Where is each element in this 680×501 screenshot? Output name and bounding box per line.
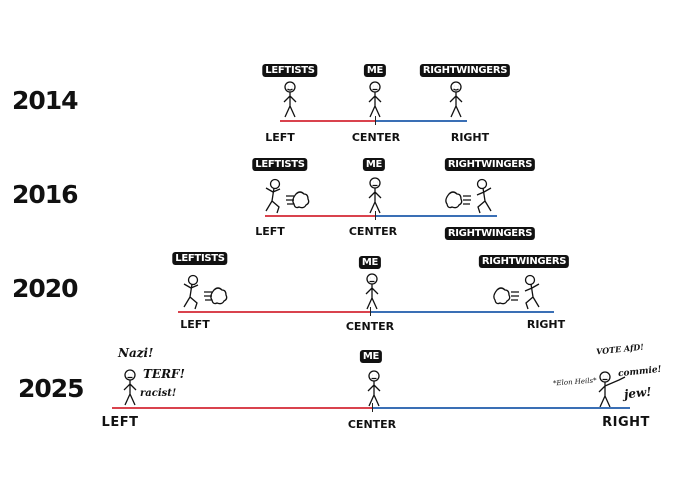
me-tag: ME: [362, 158, 386, 171]
left-spectrum-line: [265, 215, 375, 217]
center-tick: [370, 307, 371, 316]
text-elon-heils: *Elon Heils*: [552, 376, 597, 388]
axis-center-label: CENTER: [351, 131, 401, 144]
center-tick: [372, 403, 373, 412]
me-tag: ME: [363, 64, 387, 77]
year-label-2020: 2020: [12, 274, 79, 303]
year-label-2025: 2025: [18, 374, 85, 403]
insult-racist: racist!: [140, 388, 177, 399]
stick-figure-me: [367, 370, 381, 407]
axis-center-label: CENTER: [345, 320, 395, 333]
right-spectrum-line: [375, 215, 497, 217]
rightwingers-tag-below: RIGHTWINGERS: [444, 227, 536, 240]
stick-figure-me: [368, 81, 382, 118]
left-spectrum-line: [112, 407, 372, 409]
right-spectrum-line: [370, 311, 554, 313]
chant-vote-afd: VOTE AfD!: [595, 341, 645, 357]
running-leftist-figure: [183, 274, 228, 310]
center-tick: [375, 116, 376, 125]
rightwingers-tag: RIGHTWINGERS: [419, 64, 511, 77]
leftists-tag: LEFTISTS: [172, 252, 228, 265]
me-tag: ME: [358, 256, 382, 269]
stick-figure-leftist: [283, 81, 297, 118]
leftists-tag: LEFTISTS: [252, 158, 308, 171]
leftists-tag: LEFTISTS: [262, 64, 318, 77]
me-tag: ME: [359, 350, 383, 363]
running-rightwinger-figure: [493, 274, 540, 310]
year-label-2014: 2014: [12, 86, 79, 115]
axis-right-label: RIGHT: [450, 131, 490, 144]
left-spectrum-line: [280, 120, 375, 122]
axis-left-label: LEFT: [180, 318, 210, 331]
rightwingers-tag: RIGHTWINGERS: [478, 255, 570, 268]
saluting-stick-figure-right-extreme: [598, 371, 626, 408]
stick-figure-left-extreme: [123, 369, 137, 406]
running-leftist-figure: [265, 178, 310, 214]
right-spectrum-line: [372, 407, 630, 409]
stick-figure-rightwinger: [449, 81, 463, 118]
right-spectrum-line: [375, 120, 467, 122]
rightwingers-tag: RIGHTWINGERS: [444, 158, 536, 171]
stick-figure-me: [365, 273, 379, 310]
axis-left-label: LEFT: [101, 415, 139, 430]
axis-right-label: RIGHT: [602, 415, 650, 430]
left-spectrum-line: [178, 311, 370, 313]
axis-right-label: RIGHT: [526, 318, 566, 331]
running-rightwinger-figure: [445, 178, 492, 214]
year-label-2016: 2016: [12, 180, 79, 209]
axis-center-label: CENTER: [347, 418, 397, 431]
stick-figure-me: [368, 177, 382, 214]
insult-terf: TERF!: [143, 367, 185, 381]
axis-center-label: CENTER: [348, 225, 398, 238]
axis-left-label: LEFT: [255, 225, 285, 238]
center-tick: [375, 211, 376, 220]
insult-nazi: Nazi!: [118, 346, 154, 360]
axis-left-label: LEFT: [265, 131, 295, 144]
